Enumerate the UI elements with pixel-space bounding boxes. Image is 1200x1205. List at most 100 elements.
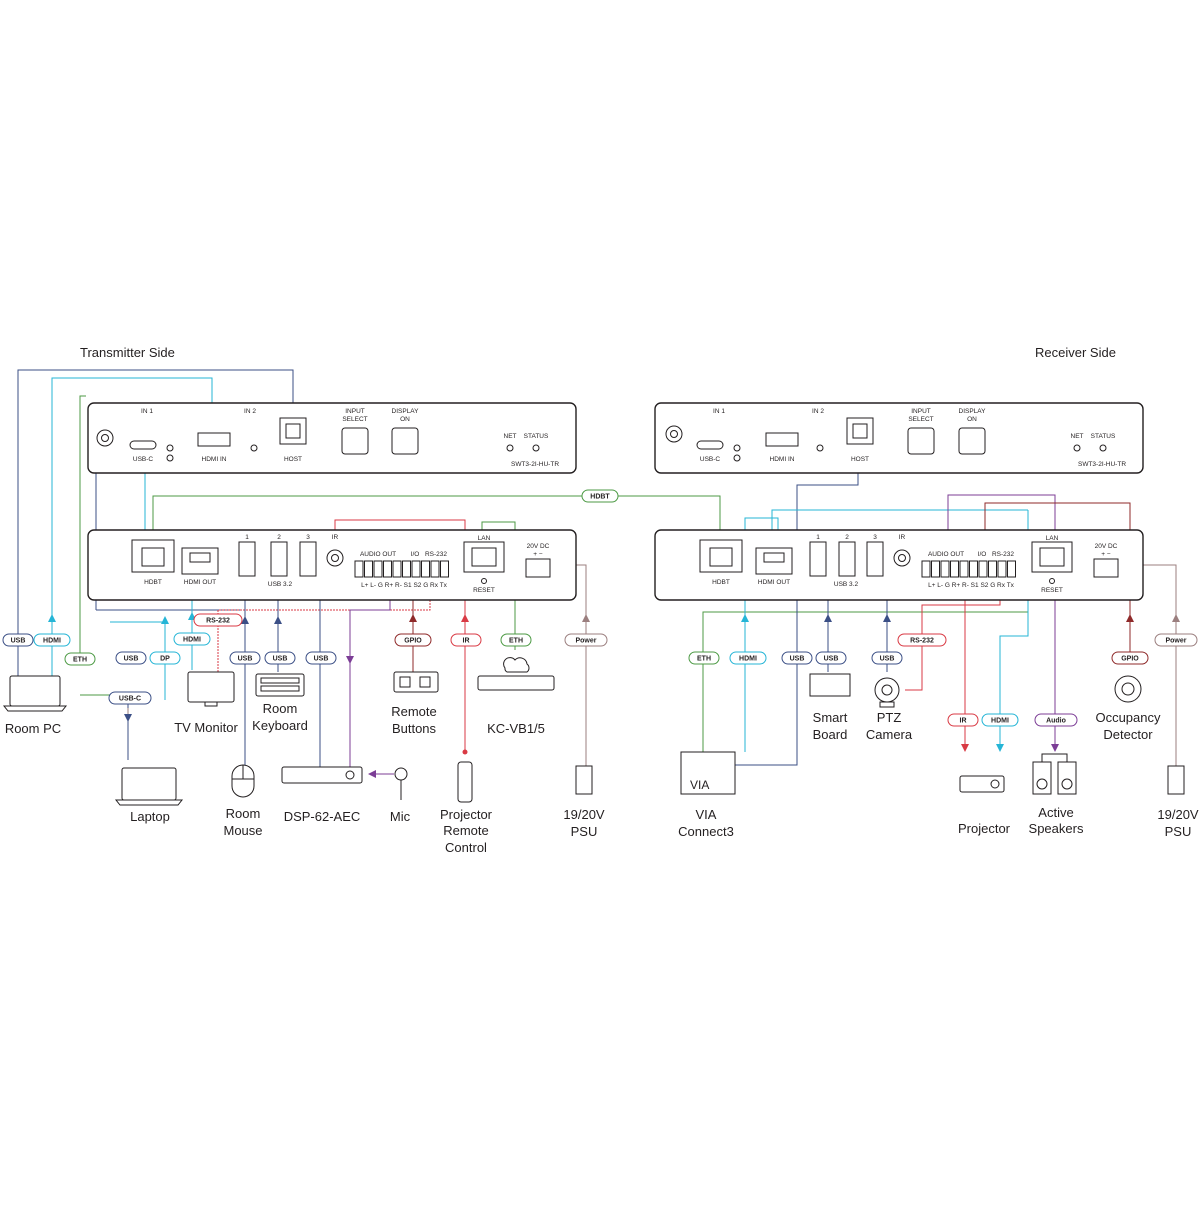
tv-monitor-icon	[187, 671, 235, 707]
terminal-pin[interactable]	[921, 560, 931, 578]
smart-board-icon	[809, 673, 851, 697]
terminal-pin[interactable]	[440, 560, 449, 578]
terminal-pin[interactable]	[940, 560, 950, 578]
via-icon: VIA	[680, 751, 736, 795]
tx-reset-label: RESET	[473, 587, 495, 594]
rx-ir-label: IR	[899, 534, 906, 541]
cable-label-rx-power: Power	[1154, 633, 1198, 647]
projector-remote-label-2: Remote	[443, 823, 489, 838]
tx-hdmi-out-port[interactable]	[181, 547, 219, 575]
cable-label-text: ETH	[73, 657, 87, 664]
rx-in1-label: IN 1	[713, 408, 725, 415]
cable-label-text: USB	[11, 638, 26, 645]
cable-label-tx-rs232: RS-232	[193, 613, 243, 627]
cable-label-rx-gpio: GPIO	[1111, 651, 1149, 665]
terminal-pin[interactable]	[421, 560, 430, 578]
terminal-pin[interactable]	[411, 560, 421, 578]
tx-terminal-labels: L+ L- G R+ R- S1 S2 G Rx Tx	[361, 582, 448, 589]
tx-usb1-port[interactable]	[238, 541, 256, 577]
rx-dc-label: 20V DC	[1095, 543, 1118, 550]
svg-text:2: 2	[277, 534, 281, 541]
room-pc-label: Room PC	[5, 721, 61, 736]
room-pc-icon	[2, 675, 68, 712]
smart-board-label-1: Smart	[813, 710, 848, 725]
cable-label-text: Power	[575, 638, 596, 645]
cable-label-rx-eth: ETH	[688, 651, 720, 665]
tx-psu-label-2: PSU	[571, 824, 598, 839]
rx-input-select-button[interactable]	[907, 427, 935, 455]
rx-model-label: SWT3-2I-HU-TR	[1078, 461, 1126, 468]
terminal-pin[interactable]	[430, 560, 440, 578]
terminal-pin[interactable]	[988, 560, 997, 578]
rx-display-on-button[interactable]	[958, 427, 986, 455]
terminal-pin[interactable]	[969, 560, 978, 578]
rx-dc-port[interactable]	[1093, 558, 1119, 578]
terminal-pin[interactable]	[931, 560, 940, 578]
remote-buttons-label-2: Buttons	[392, 721, 437, 736]
mouse-icon	[231, 764, 255, 798]
rx-usb3-port[interactable]	[866, 541, 884, 577]
cable-label-tx-laptop-dp: DP	[149, 651, 181, 665]
terminal-pin[interactable]	[364, 560, 373, 578]
tx-host-port[interactable]	[279, 417, 307, 445]
tx-display-on-button[interactable]	[391, 427, 419, 455]
tx-net-label: NET	[504, 433, 517, 440]
terminal-pin[interactable]	[997, 560, 1007, 578]
tx-in2-label: IN 2	[244, 408, 256, 415]
cable-label-text: IR	[463, 638, 470, 645]
rx-rs232-label: RS-232	[992, 551, 1014, 558]
receiver-rear-panel: HDBT HDMI OUT 1 2 3 USB 3.2 IR AUDIO OUT…	[654, 529, 1144, 601]
cable-label-rx-proj-hdmi: HDMI	[981, 713, 1019, 727]
terminal-pin[interactable]	[354, 560, 364, 578]
transmitter-side-title: Transmitter Side	[80, 345, 175, 360]
svg-text:SELECT: SELECT	[342, 416, 367, 423]
rx-usb-group-label: USB 3.2	[834, 581, 859, 588]
cable-label-tx-pc-usb: USB	[2, 633, 34, 647]
receiver-side-title: Receiver Side	[1035, 345, 1116, 360]
cable-label-text: IR	[960, 718, 967, 725]
tx-terminal-block[interactable]	[354, 560, 449, 578]
projector-icon	[959, 775, 1005, 793]
remote-buttons-label-1: Remote	[391, 704, 437, 719]
terminal-pin[interactable]	[1007, 560, 1016, 578]
rx-hdmi-in-port[interactable]	[765, 432, 799, 447]
cable-label-tx-kcvb-eth: ETH	[500, 633, 532, 647]
occupancy-label-1: Occupancy	[1095, 710, 1161, 725]
tx-input-select-button[interactable]	[341, 427, 369, 455]
cable-label-tx-keyboard-usb: USB	[264, 651, 296, 665]
cable-label-rx-camera-usb: USB	[871, 651, 903, 665]
tx-usb-group-label: USB 3.2	[268, 581, 293, 588]
terminal-pin[interactable]	[402, 560, 411, 578]
svg-text:ON: ON	[400, 416, 410, 423]
rx-terminal-block[interactable]	[921, 560, 1016, 578]
transmitter-rear-panel: HDBT HDMI OUT 1 2 3 USB 3.2 IR AUDIO OUT…	[87, 529, 577, 601]
cable-label-rx-board-usb: USB	[815, 651, 847, 665]
svg-text:2: 2	[845, 534, 849, 541]
tx-dc-port[interactable]	[525, 558, 551, 578]
rx-status-label: STATUS	[1091, 433, 1116, 440]
terminal-pin[interactable]	[383, 560, 392, 578]
rx-usbc-port[interactable]	[696, 440, 724, 450]
terminal-pin[interactable]	[392, 560, 402, 578]
terminal-pin[interactable]	[978, 560, 988, 578]
rx-net-label: NET	[1071, 433, 1084, 440]
terminal-pin[interactable]	[959, 560, 969, 578]
rx-terminal-labels: L+ L- G R+ R- S1 S2 G Rx Tx	[928, 582, 1015, 589]
terminal-pin[interactable]	[373, 560, 383, 578]
rx-usb1-port[interactable]	[809, 541, 827, 577]
rx-audio-out-label: AUDIO OUT	[928, 551, 964, 558]
tx-usbc-port[interactable]	[129, 440, 157, 450]
rx-usb2-port[interactable]	[838, 541, 856, 577]
tx-psu-icon	[575, 765, 593, 795]
terminal-pin[interactable]	[950, 560, 959, 578]
cable-label-rx-via-usb: USB	[781, 651, 813, 665]
tx-hdmi-in-port[interactable]	[197, 432, 231, 447]
rx-psu-icon	[1167, 765, 1185, 795]
tx-usb2-port[interactable]	[270, 541, 288, 577]
rx-usbc-label: USB-C	[700, 456, 721, 463]
tx-pc-usb-wire	[17, 369, 294, 680]
tx-usb3-port[interactable]	[299, 541, 317, 577]
svg-text:ON: ON	[967, 416, 977, 423]
cable-label-text: USB	[880, 656, 895, 663]
via-badge: VIA	[690, 778, 709, 792]
